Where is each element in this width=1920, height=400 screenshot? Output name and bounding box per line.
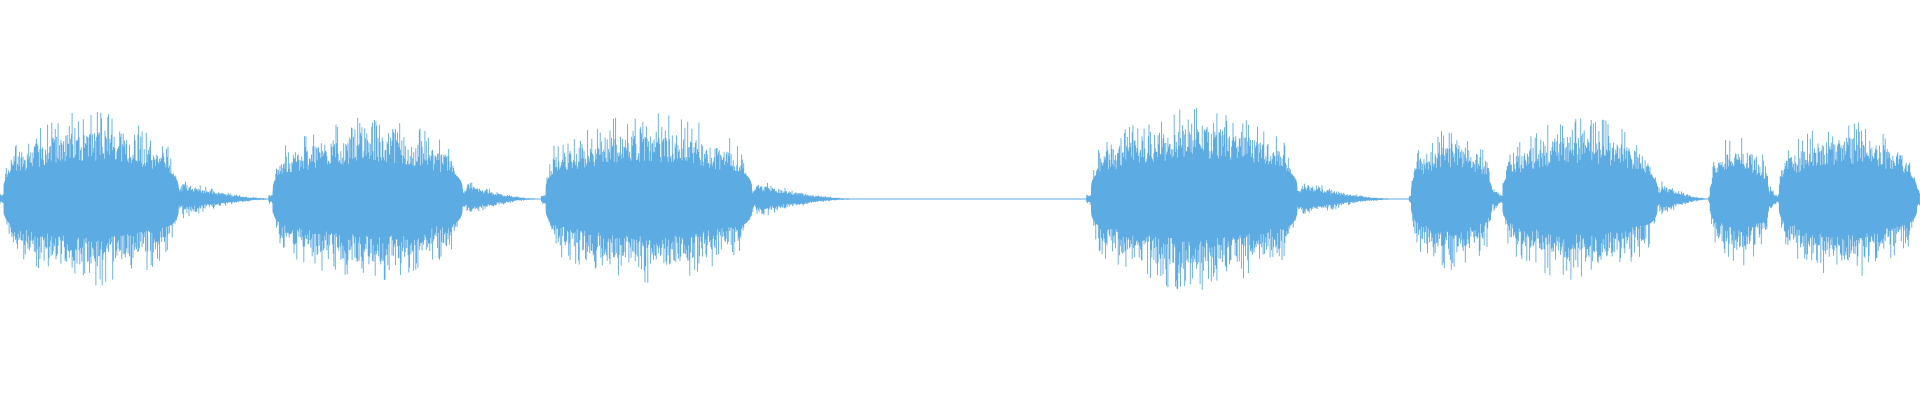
- waveform-segment-core-6: [1502, 172, 1658, 226]
- waveform-segment-core-1: [3, 170, 179, 228]
- waveform-segments: [0, 108, 1920, 290]
- waveform-segment-core-5: [1411, 175, 1493, 223]
- waveform-segment-core-3: [545, 170, 753, 228]
- waveform-segment-core-7: [1710, 177, 1769, 221]
- waveform-segment-core-8: [1778, 172, 1918, 226]
- waveform-segment-core-4: [1091, 169, 1298, 230]
- waveform-segment-core-2: [272, 172, 463, 226]
